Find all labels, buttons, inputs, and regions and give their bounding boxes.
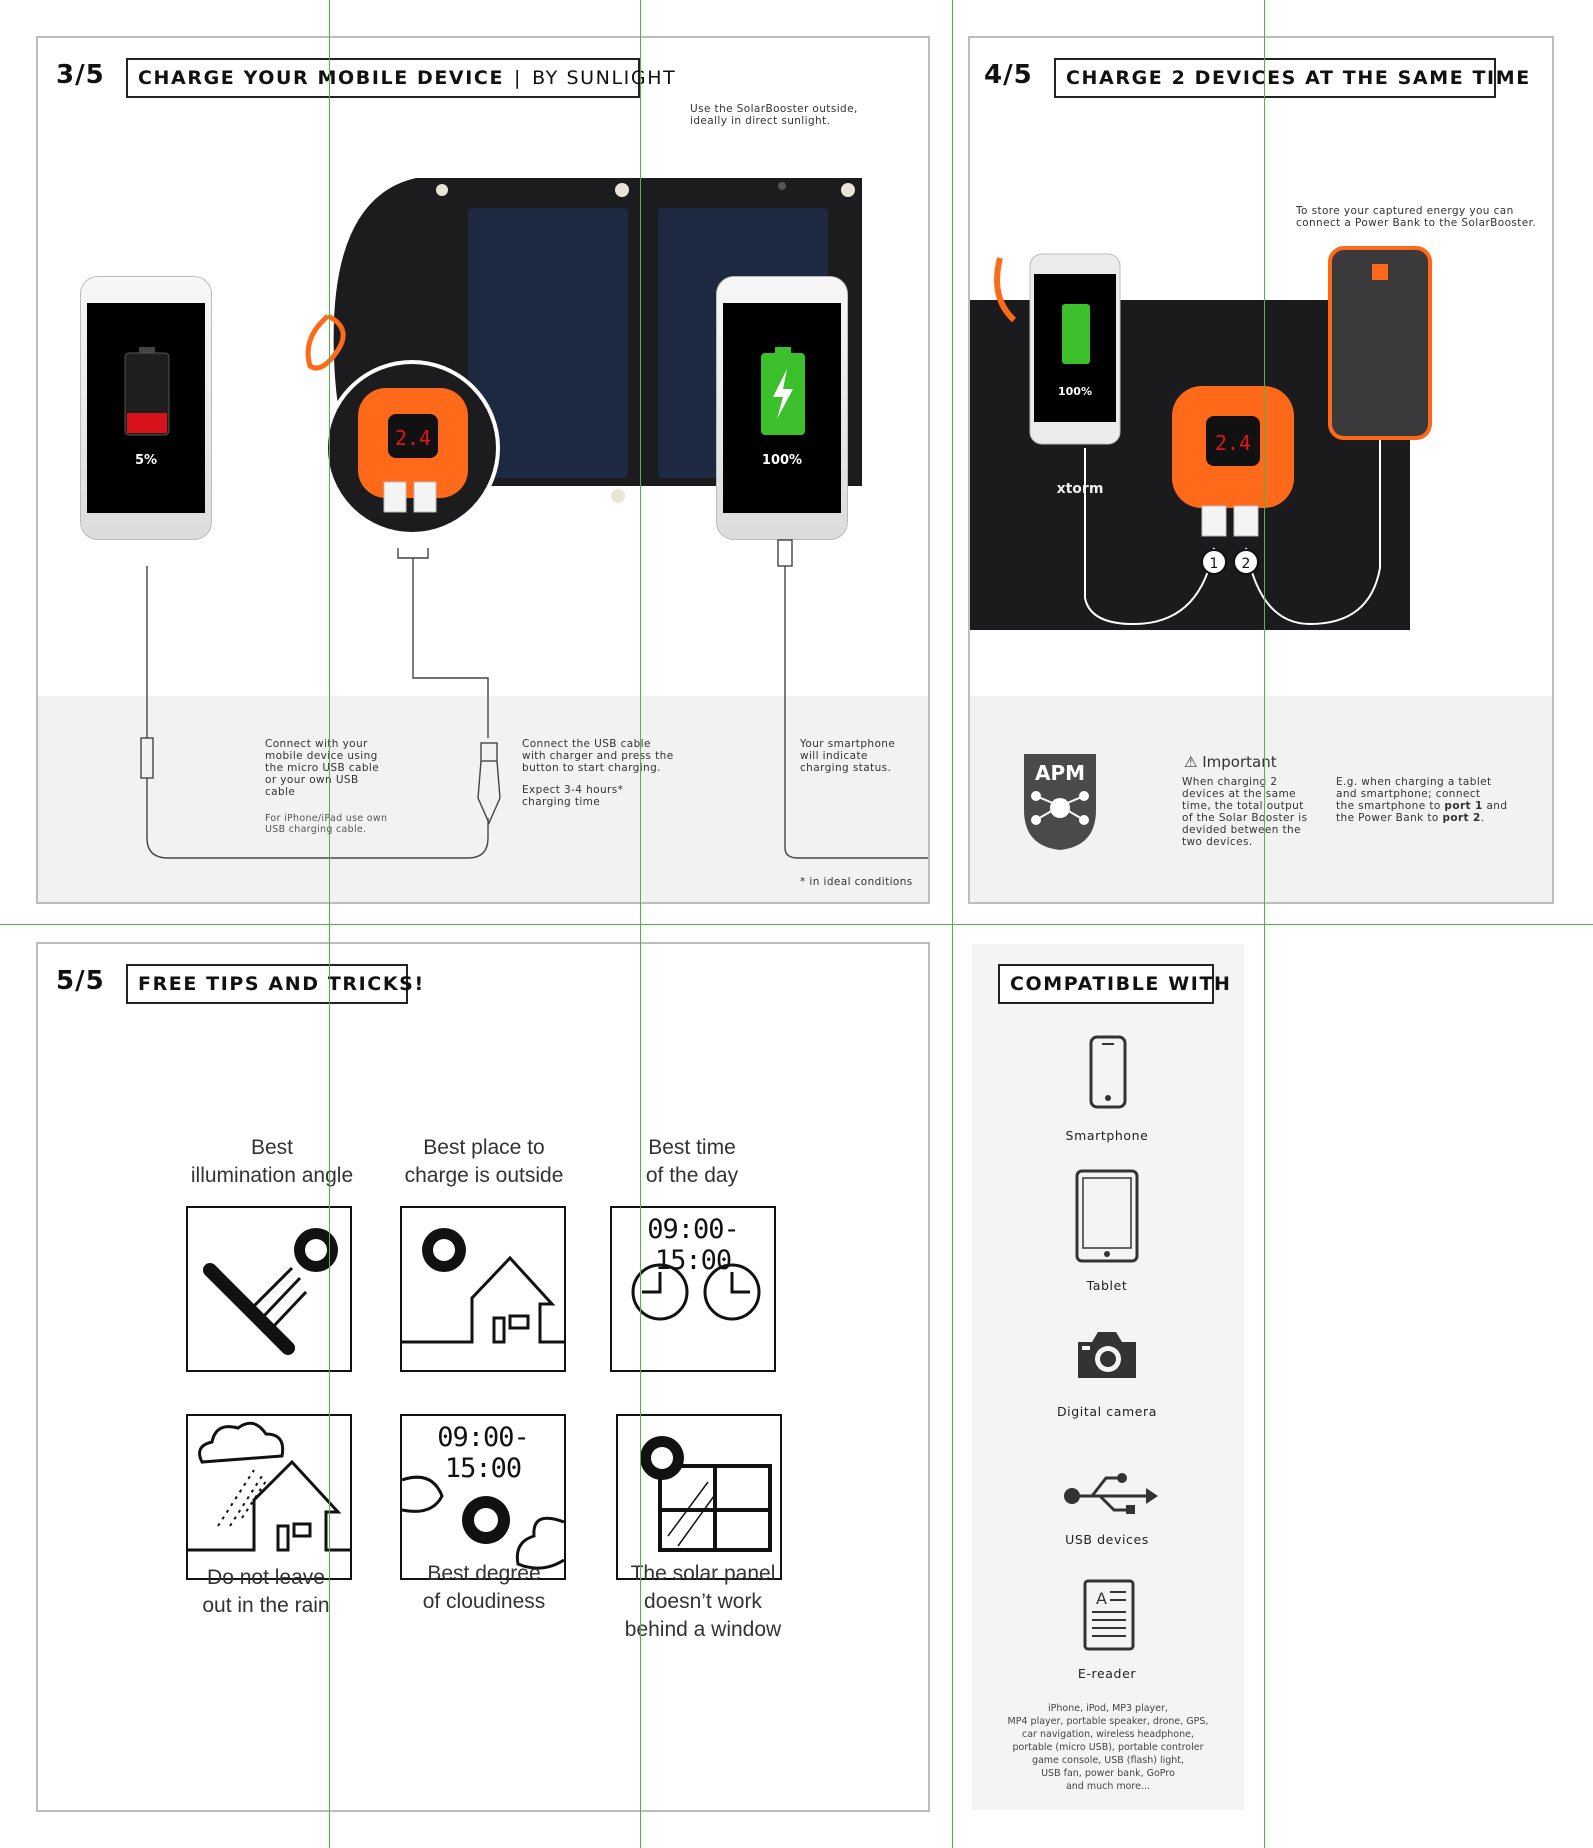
important-text: When charging 2 devices at the same time… [1182,776,1308,848]
important-title: Important [1202,753,1277,771]
angle-illustration [203,1228,338,1355]
tablet-icon [1075,1169,1139,1263]
step-number: 4/5 [984,60,1033,90]
charger-closeup: 2.4 [324,360,500,536]
compatible-sidebar: COMPATIBLE WITH Smartphone Tablet Digita… [972,944,1244,1810]
cloud-sun-illustration [402,1475,564,1570]
tip-box-outside [400,1206,566,1372]
battery-full-icon [761,347,805,435]
note-iphone: For iPhone/iPad use own USB charging cab… [265,813,388,835]
title-bold: CHARGE YOUR MOBILE DEVICE [138,67,505,89]
svg-text:A: A [1096,1589,1107,1608]
window-sun-illustration [640,1436,772,1552]
compatible-footer: iPhone, iPod, MP3 player, MP4 player, po… [1007,1703,1209,1792]
panel-title: CHARGE YOUR MOBILE DEVICE | BY SUNLIGHT [126,58,675,98]
title-separator: | [514,67,523,89]
compat-label-smartphone: Smartphone [1065,1128,1149,1143]
compat-label-tablet: Tablet [1086,1278,1128,1293]
svg-text:2.4: 2.4 [395,426,431,450]
two-devices-image: 100% xtorm 2.4 1 2 [970,246,1432,630]
time-range: 09:00-15:00 [647,1214,740,1276]
panel-tips: 5/5 FREE TIPS AND TRICKS! Best illuminat… [36,942,930,1812]
smartphone-icon [1089,1035,1127,1109]
tip-box-angle [186,1206,352,1372]
ereader-icon: A [1083,1579,1135,1651]
house-sun-illustration [402,1228,564,1344]
tip-label-cloudiness: Best degree of cloudiness [422,1562,546,1613]
compat-label-camera: Digital camera [1056,1404,1158,1419]
tip-box-rain [186,1414,352,1580]
tip-box-time: 09:00-15:00 [610,1206,776,1372]
compat-label-usb: USB devices [1065,1532,1149,1547]
time-range: 09:00-15:00 [437,1422,530,1484]
note-store: To store your captured energy you can co… [1296,205,1537,229]
compat-label-ereader: E-reader [1077,1666,1137,1681]
note-usb: Connect the USB cable with charger and p… [522,738,674,774]
svg-text:1: 1 [1210,556,1219,572]
panel-charge-mobile: 3/5 CHARGE YOUR MOBILE DEVICE | BY SUNLI… [36,36,930,904]
battery-percent-low: 5% [134,453,158,468]
important-heading: ⚠ Important [1184,753,1277,771]
tip-label-time: Best time of the day [645,1136,739,1187]
title-light: BY SUNLIGHT [532,67,677,89]
apm-badge-icon: APM [1024,754,1096,850]
svg-text:2.4: 2.4 [1215,431,1251,455]
rain-house-illustration [188,1421,350,1552]
instruction-band [38,696,928,902]
tip-label-rain: Do not leave out in the rain [202,1566,330,1617]
note-connect: Connect with your mobile device using th… [265,738,380,798]
tip-label-angle: Best illumination angle [190,1136,354,1187]
example-text: E.g. when charging a tablet and smartpho… [1336,776,1508,824]
tip-label-window: The solar panel doesn’t work behind a wi… [624,1562,782,1641]
tip-box-window [616,1414,782,1580]
title-text: CHARGE 2 DEVICES AT THE SAME TIME [1066,67,1531,89]
step-number: 5/5 [56,966,105,996]
title-text: FREE TIPS AND TRICKS! [138,973,425,995]
step-number: 3/5 [56,60,105,90]
tip-label-outside: Best place to charge is outside [404,1136,564,1187]
warning-icon: ⚠ [1184,753,1198,771]
panel-title: FREE TIPS AND TRICKS! [126,964,423,1004]
phone-low-battery: 5% [80,276,212,540]
svg-text:2: 2 [1242,556,1251,572]
camera-icon [1078,1332,1136,1378]
guide-line [0,924,1593,925]
phone-full-battery: 100% [716,276,848,540]
svg-text:xtorm: xtorm [1057,481,1104,497]
panel-title: CHARGE 2 DEVICES AT THE SAME TIME [1054,58,1529,98]
battery-low-icon [124,347,170,436]
svg-text:100%: 100% [1058,385,1092,398]
battery-percent-full: 100% [761,453,803,468]
cable-lines [140,539,928,859]
note-status: Your smartphone will indicate charging s… [800,738,896,774]
panel-charge-two-devices: 4/5 CHARGE 2 DEVICES AT THE SAME TIME To… [968,36,1554,904]
note-expect: Expect 3-4 hours* charging time [522,784,624,808]
note-outside: Use the SolarBooster outside, ideally in… [690,103,858,127]
tip-box-cloudiness: 09:00-15:00 [400,1414,566,1580]
clocks-icon [631,1263,761,1321]
compatible-title: COMPATIBLE WITH [998,964,1230,1004]
svg-text:APM: APM [1035,761,1085,785]
footnote: * in ideal conditions [800,876,913,888]
usb-icon [1064,1473,1158,1514]
